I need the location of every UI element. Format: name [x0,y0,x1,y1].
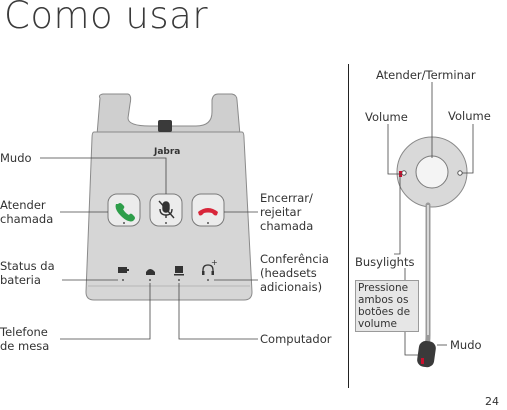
busylights-label: Busylights [355,255,415,269]
volume-right-label: Volume [448,109,491,123]
answer-end-label: Atender/Terminar [376,68,476,82]
page-title: Como usar [4,0,209,37]
mute-label: Mudo [0,151,32,165]
headset-mute-label: Mudo [450,338,482,352]
volume-left-label: Volume [365,110,408,124]
headset [396,136,468,368]
phone-end-icon [198,208,218,216]
busylight-tip [421,358,424,364]
divider [348,64,349,388]
mic-mute-icon [158,200,175,219]
battery-icon [118,267,129,281]
answer-button[interactable] [107,193,141,227]
mute-button[interactable] [149,193,183,227]
end-call-button[interactable] [191,193,225,227]
desk-phone-icon [146,269,155,281]
phone-answer-icon [115,203,135,222]
jabra-logo: Jabra [153,147,180,157]
svg-text:+: + [211,258,218,267]
computer-icon [174,266,184,281]
computer-label: Computador [260,332,332,346]
page-number: 24 [485,395,499,408]
conference-headset-icon: + [202,258,218,281]
